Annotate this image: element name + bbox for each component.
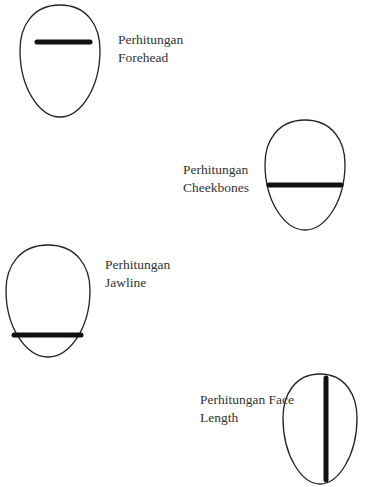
- measure-line: [37, 40, 90, 45]
- face-outline: [265, 120, 345, 230]
- caption-label: Perhitungan Jawline: [105, 256, 205, 292]
- caption-label: Perhitungan Cheekbones: [183, 161, 283, 197]
- face-outline: [6, 245, 90, 357]
- caption-label: Perhitungan Face Length: [200, 391, 300, 427]
- face-outline: [283, 374, 357, 484]
- caption-label: Perhitungan Forehead: [118, 31, 218, 67]
- measure-line: [269, 183, 341, 188]
- face-outline: [20, 5, 100, 117]
- measure-line: [14, 333, 81, 338]
- measure-line: [324, 378, 329, 480]
